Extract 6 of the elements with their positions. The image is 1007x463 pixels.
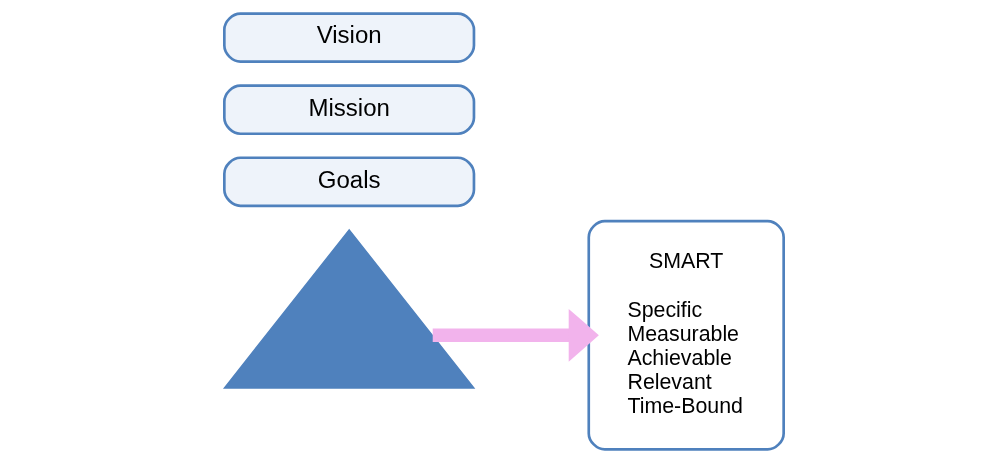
node-box: SMART Specific Measurable Achievable Relevant Time-Bound [586, 219, 785, 451]
node-box: Goals [222, 156, 475, 208]
node-box: Vision [222, 12, 475, 63]
node-triangle [222, 228, 475, 389]
arrow [432, 308, 599, 362]
node-box: Mission [222, 84, 475, 136]
